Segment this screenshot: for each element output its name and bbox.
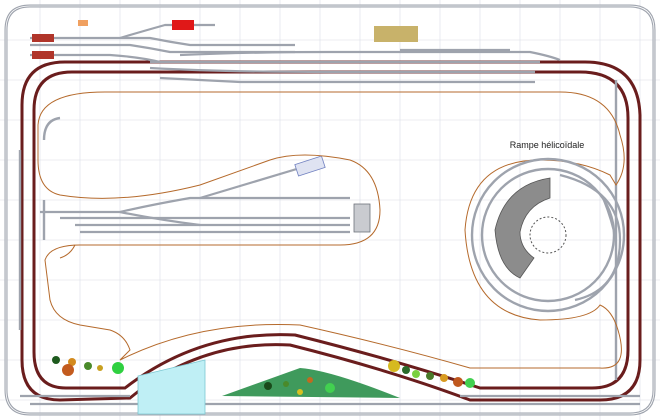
middle-yard xyxy=(40,163,350,234)
locomotive-icon xyxy=(32,51,54,59)
water xyxy=(137,359,206,415)
trees-grass xyxy=(264,377,335,395)
tree-icon xyxy=(388,360,400,372)
tree-icon xyxy=(68,358,76,366)
bush-icon xyxy=(465,378,475,388)
top-yard xyxy=(30,23,561,84)
tree-icon xyxy=(283,381,289,387)
bush-icon xyxy=(112,362,124,374)
roundhouse xyxy=(494,177,551,279)
tree-icon xyxy=(84,362,92,370)
tree-icon xyxy=(297,389,303,395)
bottom-gray-tracks xyxy=(20,394,640,406)
red-loop-inner xyxy=(32,70,630,390)
contour-inner xyxy=(59,244,76,259)
bush-icon xyxy=(325,383,335,393)
tree-icon xyxy=(62,364,74,376)
contour-line xyxy=(37,91,625,369)
trees-left xyxy=(52,356,124,376)
left-gray-tracks xyxy=(18,116,61,330)
helix-label: Rampe hélicoïdale xyxy=(510,140,585,150)
locomotive-icon xyxy=(172,20,194,30)
tree-icon xyxy=(412,370,420,378)
turntable-icon xyxy=(529,216,567,254)
building-icon xyxy=(374,26,418,42)
yard-building xyxy=(294,155,326,177)
tree-icon xyxy=(97,365,103,371)
wagon-icon xyxy=(78,20,88,26)
tree-icon xyxy=(453,377,463,387)
tree-icon xyxy=(426,372,434,380)
trees-right xyxy=(388,360,475,388)
tree-icon xyxy=(264,382,272,390)
tree-icon xyxy=(52,356,60,364)
locomotive-icon xyxy=(32,34,54,42)
tree-icon xyxy=(307,377,313,383)
outer-gray-loop xyxy=(4,4,656,416)
engine-shed xyxy=(353,203,371,233)
helix xyxy=(470,157,626,313)
tree-icon xyxy=(440,374,448,382)
grass-patch xyxy=(222,368,400,398)
red-loop-outer xyxy=(20,60,642,402)
tree-icon xyxy=(402,366,410,374)
